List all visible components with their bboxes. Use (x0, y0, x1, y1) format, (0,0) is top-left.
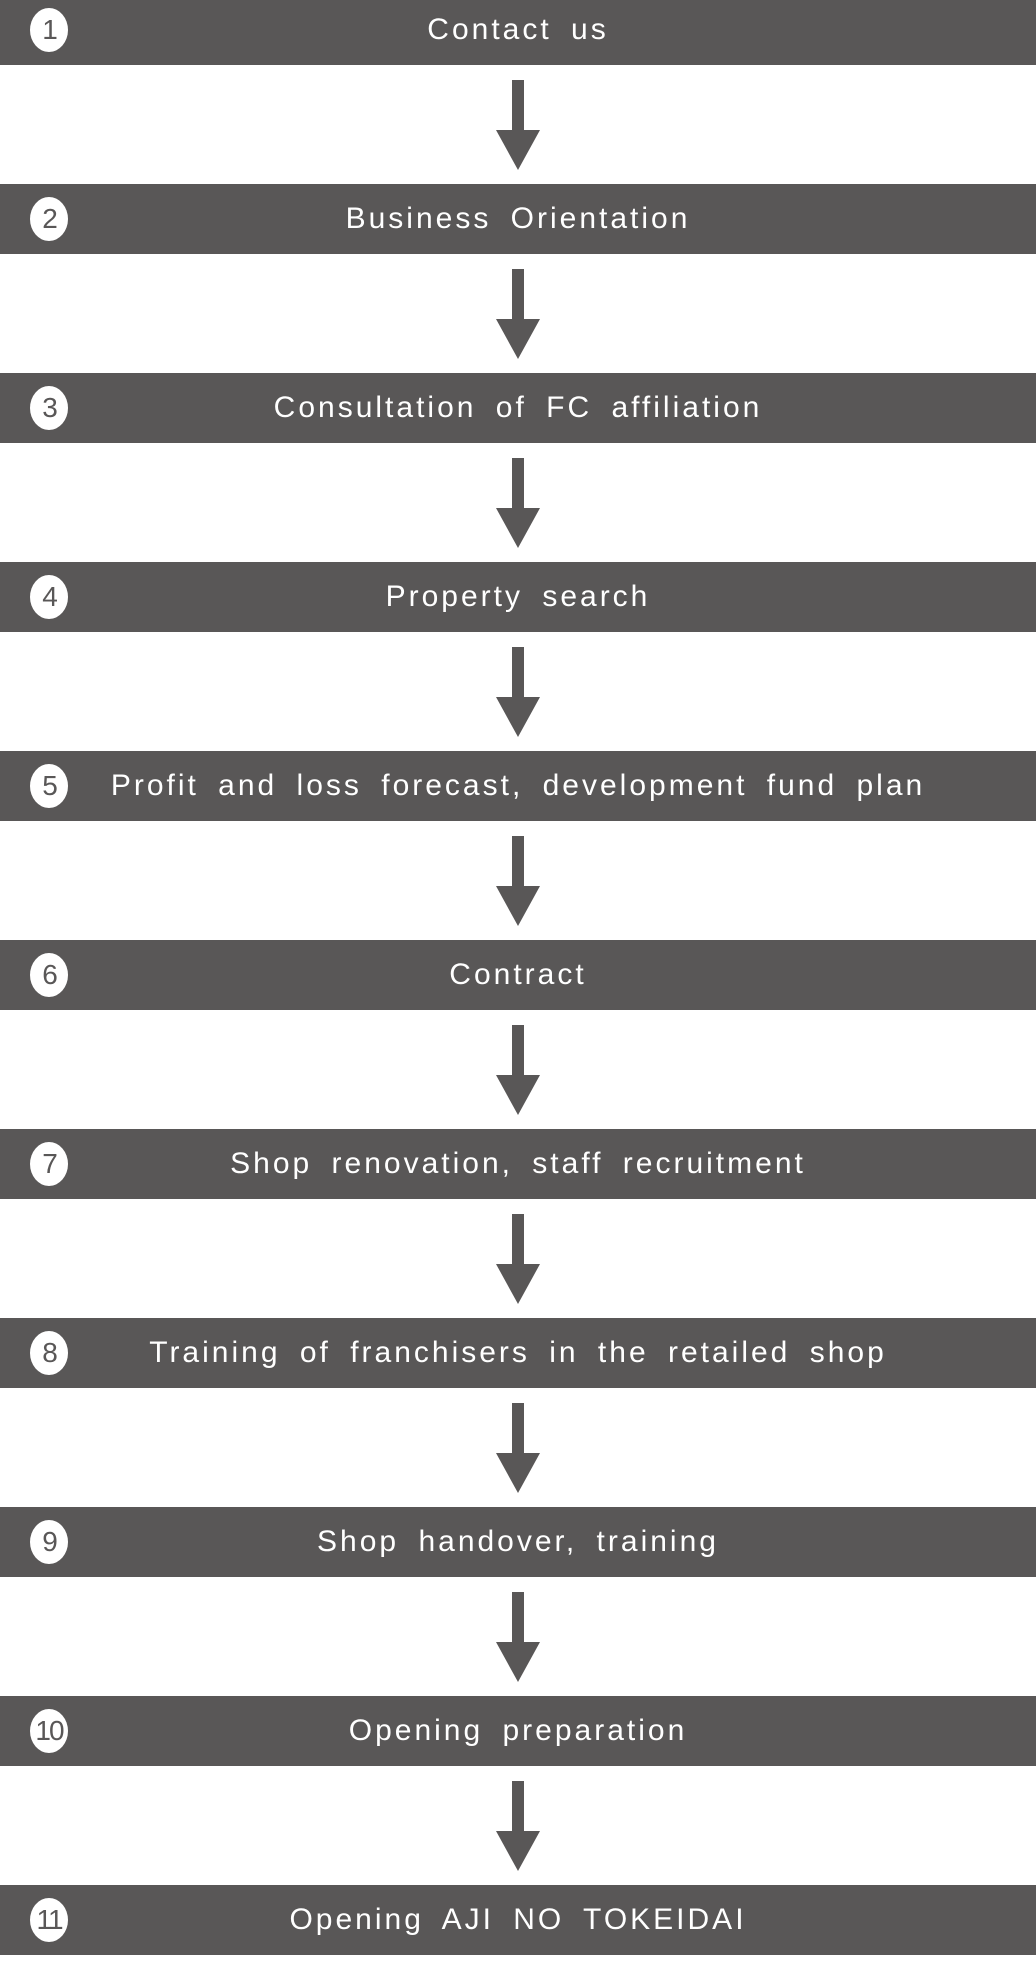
down-arrow-icon (0, 1766, 1036, 1885)
down-arrow-shaft (512, 646, 524, 697)
step-number-badge: 4 (30, 575, 68, 619)
step-bar: 1 Contact us (0, 0, 1036, 65)
down-arrow-icon (0, 443, 1036, 562)
down-arrow-head (496, 1452, 540, 1493)
step-label: Consultation of FC affiliation (273, 391, 763, 424)
down-arrow-head (496, 1830, 540, 1871)
step-number: 2 (42, 203, 58, 234)
down-arrow-icon (0, 1577, 1036, 1696)
step-bar: 7 Shop renovation, staff recruitment (0, 1129, 1036, 1199)
process-step: 10 Opening preparation (0, 1696, 1036, 1885)
step-label: Training of franchisers in the retailed … (149, 1336, 887, 1369)
step-bar: 11 Opening AJI NO TOKEIDAI (0, 1885, 1036, 1955)
down-arrow-head (496, 885, 540, 926)
down-arrow-shaft (512, 457, 524, 508)
step-number-badge: 10 (30, 1709, 68, 1753)
step-number: 8 (42, 1337, 58, 1368)
down-arrow-head (496, 696, 540, 737)
down-arrow-icon (0, 1010, 1036, 1129)
step-bar: 4 Property search (0, 562, 1036, 632)
down-arrow-shaft (512, 1213, 524, 1264)
down-arrow-icon (0, 632, 1036, 751)
down-arrow-shaft (512, 268, 524, 319)
step-label: Profit and loss forecast, development fu… (110, 769, 926, 802)
step-label: Shop handover, training (317, 1525, 719, 1558)
down-arrow-shaft (512, 1780, 524, 1831)
step-number: 4 (42, 581, 58, 612)
down-arrow-icon (0, 1388, 1036, 1507)
step-number-badge: 9 (30, 1520, 68, 1564)
step-bar: 3 Consultation of FC affiliation (0, 373, 1036, 443)
process-step: 4 Property search (0, 562, 1036, 751)
down-arrow-head (496, 129, 540, 170)
process-step: 2 Business Orientation (0, 184, 1036, 373)
down-arrow-icon (0, 254, 1036, 373)
step-label: Opening AJI NO TOKEIDAI (289, 1903, 747, 1936)
down-arrow-shaft (512, 1024, 524, 1075)
step-number-badge: 8 (30, 1331, 68, 1375)
down-arrow-icon (0, 821, 1036, 940)
down-arrow-shaft (512, 1591, 524, 1642)
down-arrow-shaft (512, 835, 524, 886)
step-number-badge: 1 (30, 8, 68, 52)
step-number: 3 (42, 392, 58, 423)
step-label: Opening preparation (348, 1714, 688, 1747)
step-bar: 2 Business Orientation (0, 184, 1036, 254)
process-step: 11 Opening AJI NO TOKEIDAI (0, 1885, 1036, 1955)
process-step: 6 Contract (0, 940, 1036, 1129)
step-number-badge: 2 (30, 197, 68, 241)
down-arrow-shaft (512, 1402, 524, 1453)
step-number-badge: 5 (30, 764, 68, 808)
step-bar: 6 Contract (0, 940, 1036, 1010)
step-number: 1 (42, 14, 58, 45)
step-bar: 10 Opening preparation (0, 1696, 1036, 1766)
down-arrow-head (496, 1263, 540, 1304)
step-number-badge: 6 (30, 953, 68, 997)
step-bar: 5 Profit and loss forecast, development … (0, 751, 1036, 821)
step-number-badge: 7 (30, 1142, 68, 1186)
process-step: 7 Shop renovation, staff recruitment (0, 1129, 1036, 1318)
step-bar: 8 Training of franchisers in the retaile… (0, 1318, 1036, 1388)
down-arrow-icon (0, 65, 1036, 184)
down-arrow-head (496, 318, 540, 359)
step-number-badge: 11 (30, 1898, 68, 1942)
step-number: 5 (42, 770, 58, 801)
step-bar: 9 Shop handover, training (0, 1507, 1036, 1577)
step-number: 6 (42, 959, 58, 990)
process-step: 8 Training of franchisers in the retaile… (0, 1318, 1036, 1507)
step-number: 9 (42, 1526, 58, 1557)
step-number: 7 (42, 1148, 58, 1179)
step-number-badge: 3 (30, 386, 68, 430)
down-arrow-head (496, 507, 540, 548)
process-step: 9 Shop handover, training (0, 1507, 1036, 1696)
step-label: Contract (449, 958, 587, 991)
process-step: 1 Contact us (0, 0, 1036, 184)
step-label: Contact us (427, 13, 609, 46)
step-label: Shop renovation, staff recruitment (230, 1147, 806, 1180)
step-number: 11 (36, 1904, 63, 1935)
process-step: 3 Consultation of FC affiliation (0, 373, 1036, 562)
step-label: Property search (385, 580, 651, 613)
process-step: 5 Profit and loss forecast, development … (0, 751, 1036, 940)
down-arrow-head (496, 1074, 540, 1115)
down-arrow-icon (0, 1199, 1036, 1318)
step-label: Business Orientation (345, 202, 691, 235)
step-number: 10 (35, 1715, 64, 1746)
down-arrow-shaft (512, 79, 524, 130)
down-arrow-head (496, 1641, 540, 1682)
